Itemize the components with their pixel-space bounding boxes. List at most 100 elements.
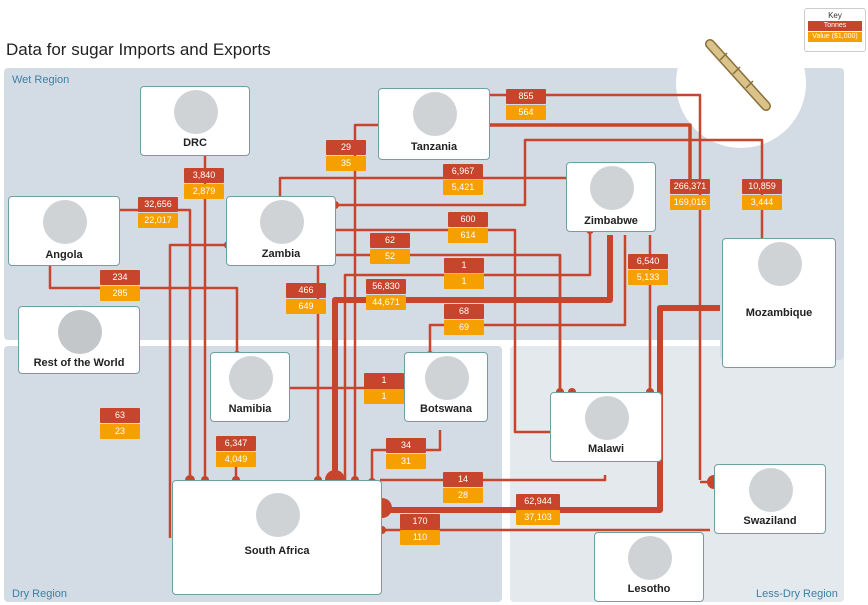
flow-tonnes: 6,540 bbox=[628, 254, 668, 269]
flow-tonnes: 68 bbox=[444, 304, 484, 319]
flow-value: 169,016 bbox=[670, 195, 710, 210]
flow-tonnes: 1 bbox=[364, 373, 404, 388]
lesotho-label: Lesotho bbox=[627, 583, 671, 595]
flow-value: 564 bbox=[506, 105, 546, 120]
flow-tonnes: 62,944 bbox=[516, 494, 560, 509]
south-africa-map-icon bbox=[256, 493, 300, 537]
flow-tonnes: 6,347 bbox=[216, 436, 256, 451]
flow-tonnes: 10,859 bbox=[742, 179, 782, 194]
country-botswana[interactable]: Botswana bbox=[404, 352, 488, 422]
flow-value: 1 bbox=[364, 389, 404, 404]
flow-tonnes: 855 bbox=[506, 89, 546, 104]
country-mozambique[interactable]: Mozambique bbox=[722, 238, 836, 368]
page-title: Data for sugar Imports and Exports bbox=[6, 40, 271, 59]
legend-key: Key Tonnes Value ($1,000) bbox=[804, 8, 866, 52]
drc-map-icon bbox=[174, 90, 218, 134]
flow-tonnes: 3,840 bbox=[184, 168, 224, 183]
flow-value: 2,879 bbox=[184, 184, 224, 199]
angola-label: Angola bbox=[45, 249, 83, 261]
swaziland-label: Swaziland bbox=[743, 515, 797, 527]
flow-tonnes: 32,656 bbox=[138, 197, 178, 212]
country-namibia[interactable]: Namibia bbox=[210, 352, 290, 422]
flow-value: 5,133 bbox=[628, 270, 668, 285]
key-tonnes: Tonnes bbox=[808, 21, 862, 31]
flow-tonnes: 29 bbox=[326, 140, 366, 155]
zimbabwe-map-icon bbox=[590, 166, 634, 210]
country-swaziland[interactable]: Swaziland bbox=[714, 464, 826, 534]
flow-tonnes: 600 bbox=[448, 212, 488, 227]
dry-region-label: Dry Region bbox=[12, 588, 68, 600]
flow-value: 44,671 bbox=[366, 295, 406, 310]
flow-value: 22,017 bbox=[138, 213, 178, 228]
flow-value: 649 bbox=[286, 299, 326, 314]
flow-tonnes: 34 bbox=[386, 438, 426, 453]
flow-line bbox=[380, 475, 607, 482]
country-lesotho[interactable]: Lesotho bbox=[594, 532, 704, 602]
tanzania-label: Tanzania bbox=[410, 141, 458, 153]
zambia-map-icon bbox=[260, 200, 304, 244]
flow-tonnes: 466 bbox=[286, 283, 326, 298]
flow-value: 52 bbox=[370, 249, 410, 264]
zimbabwe-label: Zimbabwe bbox=[584, 215, 638, 227]
flow-line bbox=[353, 123, 380, 540]
mozambique-map-icon bbox=[758, 242, 802, 286]
flow-value: 69 bbox=[444, 320, 484, 335]
country-tanzania[interactable]: Tanzania bbox=[378, 88, 490, 160]
flow-line bbox=[490, 123, 692, 180]
angola-map-icon bbox=[43, 200, 87, 244]
flow-tonnes: 56,830 bbox=[366, 279, 406, 294]
flow-line bbox=[48, 265, 239, 355]
country-rest-of-the-world[interactable]: Rest of the World bbox=[18, 306, 140, 374]
flow-line bbox=[335, 228, 550, 434]
globe-icon bbox=[58, 310, 102, 354]
drc-label: DRC bbox=[183, 137, 207, 149]
less-dry-region-label: Less-Dry Region bbox=[756, 588, 838, 600]
flow-value: 4,049 bbox=[216, 452, 256, 467]
flow-tonnes: 266,371 bbox=[670, 179, 710, 194]
flow-value: 110 bbox=[400, 530, 440, 545]
flow-value: 35 bbox=[326, 156, 366, 171]
botswana-map-icon bbox=[425, 356, 469, 400]
flow-value: 614 bbox=[448, 228, 488, 243]
flow-tonnes: 14 bbox=[443, 472, 483, 487]
flow-value: 1 bbox=[444, 274, 484, 289]
south-africa-label: South Africa bbox=[244, 545, 310, 557]
flow-tonnes: 6,967 bbox=[443, 164, 483, 179]
sugar-cane-icon bbox=[705, 39, 771, 111]
flow-tonnes: 63 bbox=[100, 408, 140, 423]
botswana-label: Botswana bbox=[420, 403, 472, 415]
flow-tonnes: 1 bbox=[444, 258, 484, 273]
malawi-map-icon bbox=[585, 396, 629, 440]
flow-value: 37,103 bbox=[516, 510, 560, 525]
flow-value: 3,444 bbox=[742, 195, 782, 210]
country-angola[interactable]: Angola bbox=[8, 196, 120, 266]
rest-of-world-label: Rest of the World bbox=[33, 357, 125, 369]
wet-region-label: Wet Region bbox=[12, 74, 70, 86]
zambia-label: Zambia bbox=[261, 248, 301, 260]
country-drc[interactable]: DRC bbox=[140, 86, 250, 156]
country-zambia[interactable]: Zambia bbox=[226, 196, 336, 266]
swaziland-map-icon bbox=[749, 468, 793, 512]
flow-tonnes: 234 bbox=[100, 270, 140, 285]
namibia-label: Namibia bbox=[228, 403, 272, 415]
flow-value: 31 bbox=[386, 454, 426, 469]
flow-value: 285 bbox=[100, 286, 140, 301]
country-south-africa[interactable]: South Africa bbox=[172, 480, 382, 595]
mozambique-label: Mozambique bbox=[745, 307, 813, 319]
country-zimbabwe[interactable]: Zimbabwe bbox=[566, 162, 656, 232]
flow-line bbox=[332, 235, 613, 480]
key-heading: Key bbox=[828, 11, 842, 20]
flow-value: 28 bbox=[443, 488, 483, 503]
lesotho-map-icon bbox=[628, 536, 672, 580]
malawi-label: Malawi bbox=[587, 443, 625, 455]
flow-line bbox=[428, 235, 627, 355]
key-value: Value ($1,000) bbox=[808, 32, 862, 42]
flow-tonnes: 170 bbox=[400, 514, 440, 529]
flow-value: 5,421 bbox=[443, 180, 483, 195]
flow-tonnes: 62 bbox=[370, 233, 410, 248]
country-malawi[interactable]: Malawi bbox=[550, 392, 662, 462]
tanzania-map-icon bbox=[413, 92, 457, 136]
flow-line bbox=[168, 243, 230, 538]
